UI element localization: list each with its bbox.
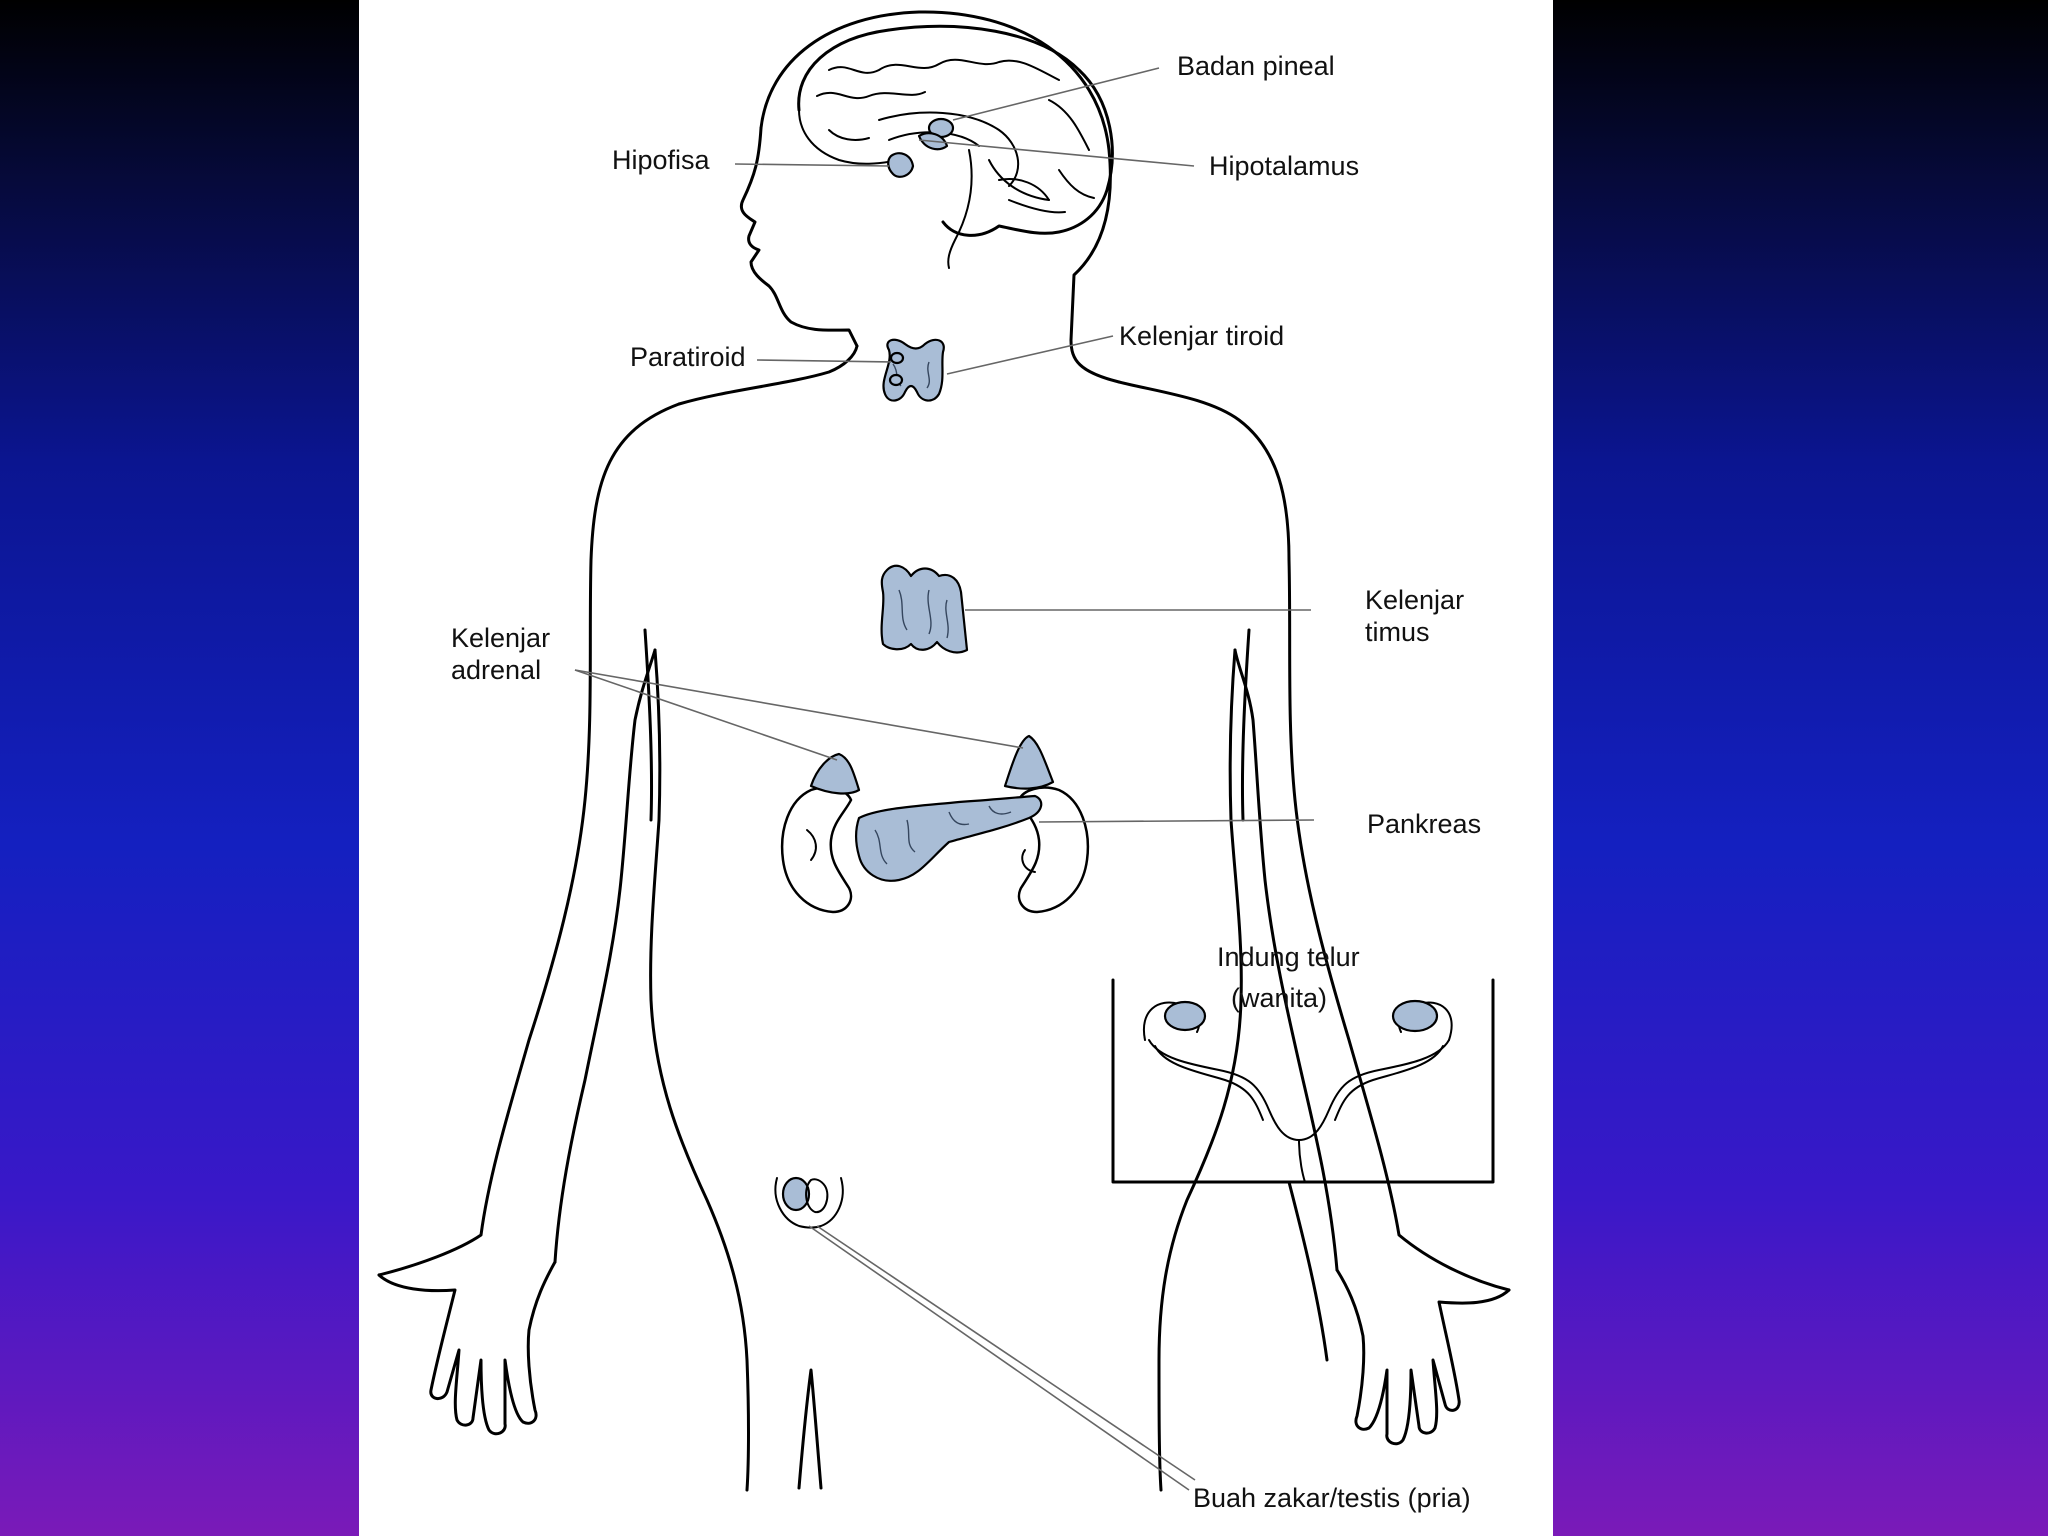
- label-indung-telur-line2: (wanita): [1231, 983, 1328, 1013]
- label-kelenjar-timus-line1: Kelenjar: [1365, 585, 1465, 615]
- thyroid-gland: [882, 338, 945, 402]
- label-hipofisa: Hipofisa: [612, 145, 710, 175]
- label-indung-telur-line1: Indung telur: [1217, 942, 1360, 972]
- pituitary-gland: [887, 152, 915, 178]
- label-kelenjar-adrenal-line2: adrenal: [451, 655, 542, 685]
- body-outline: [377, 10, 1511, 1492]
- label-badan-pineal: Badan pineal: [1177, 51, 1335, 81]
- testes: [774, 1176, 844, 1229]
- adrenal-glands: [809, 734, 1055, 795]
- label-kelenjar-adrenal-line1: Kelenjar: [451, 623, 551, 653]
- label-buah-zakar-testis: Buah zakar/testis (pria): [1193, 1483, 1471, 1513]
- label-pankreas: Pankreas: [1367, 809, 1482, 839]
- thymus-gland: [880, 564, 969, 654]
- label-kelenjar-tiroid: Kelenjar tiroid: [1119, 321, 1285, 351]
- parathyroid-glands: [888, 351, 905, 387]
- ovary-inset: [1111, 978, 1495, 1362]
- label-paratiroid: Paratiroid: [630, 342, 746, 372]
- leader-lines: [574, 67, 1315, 1491]
- brain-illustration: [797, 24, 1114, 269]
- pancreas: [854, 794, 1043, 882]
- diagram-panel: Badan pineal Hipofisa Hipotalamus Parati…: [359, 0, 1553, 1536]
- label-kelenjar-timus-line2: timus: [1365, 617, 1430, 647]
- label-hipotalamus: Hipotalamus: [1209, 151, 1360, 181]
- endocrine-system-diagram: [377, 10, 1511, 1492]
- left-kidney: [780, 786, 853, 914]
